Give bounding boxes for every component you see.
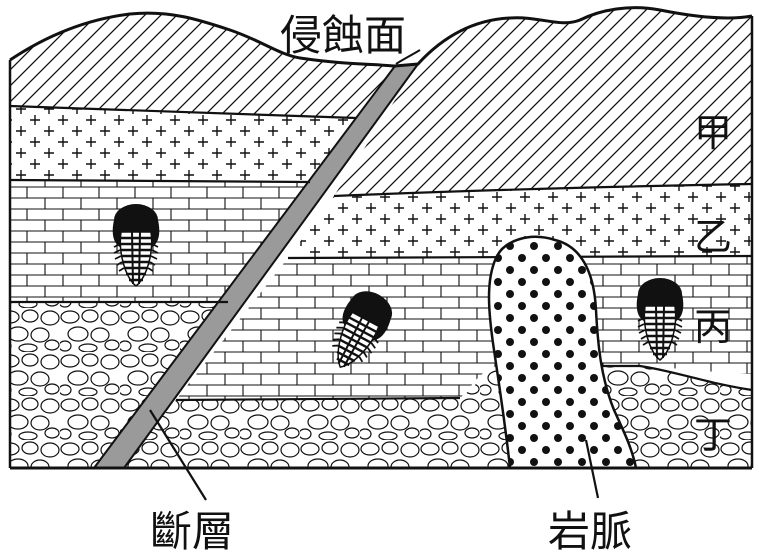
layer-label-bing: 丙 — [694, 305, 732, 349]
right-layer-yi-brick — [176, 256, 752, 400]
layer-label-yi: 乙 — [694, 215, 732, 259]
right-layer-jia-plus — [288, 184, 752, 258]
left-top-layer — [10, 13, 395, 118]
erosion-surface-leader — [395, 49, 421, 65]
layer-label-jia: 甲 — [694, 111, 732, 155]
left-layer-yi-brick — [10, 180, 310, 302]
left-layer-jia-plus — [10, 106, 356, 182]
dike-leader — [584, 439, 600, 499]
left-fault-block — [10, 13, 395, 468]
fault-leader — [149, 409, 207, 501]
erosion-surface-line — [9, 6, 753, 68]
erosion-surface-label: 侵蝕面 — [280, 11, 406, 60]
left-layer-bing-pebble — [10, 302, 228, 468]
right-top-layer — [334, 7, 752, 196]
dike-intrusion — [487, 235, 638, 470]
fault-label: 斷層 — [150, 507, 234, 556]
dike-label: 岩脈 — [548, 507, 632, 556]
layer-label-ding: 丁 — [694, 413, 732, 457]
